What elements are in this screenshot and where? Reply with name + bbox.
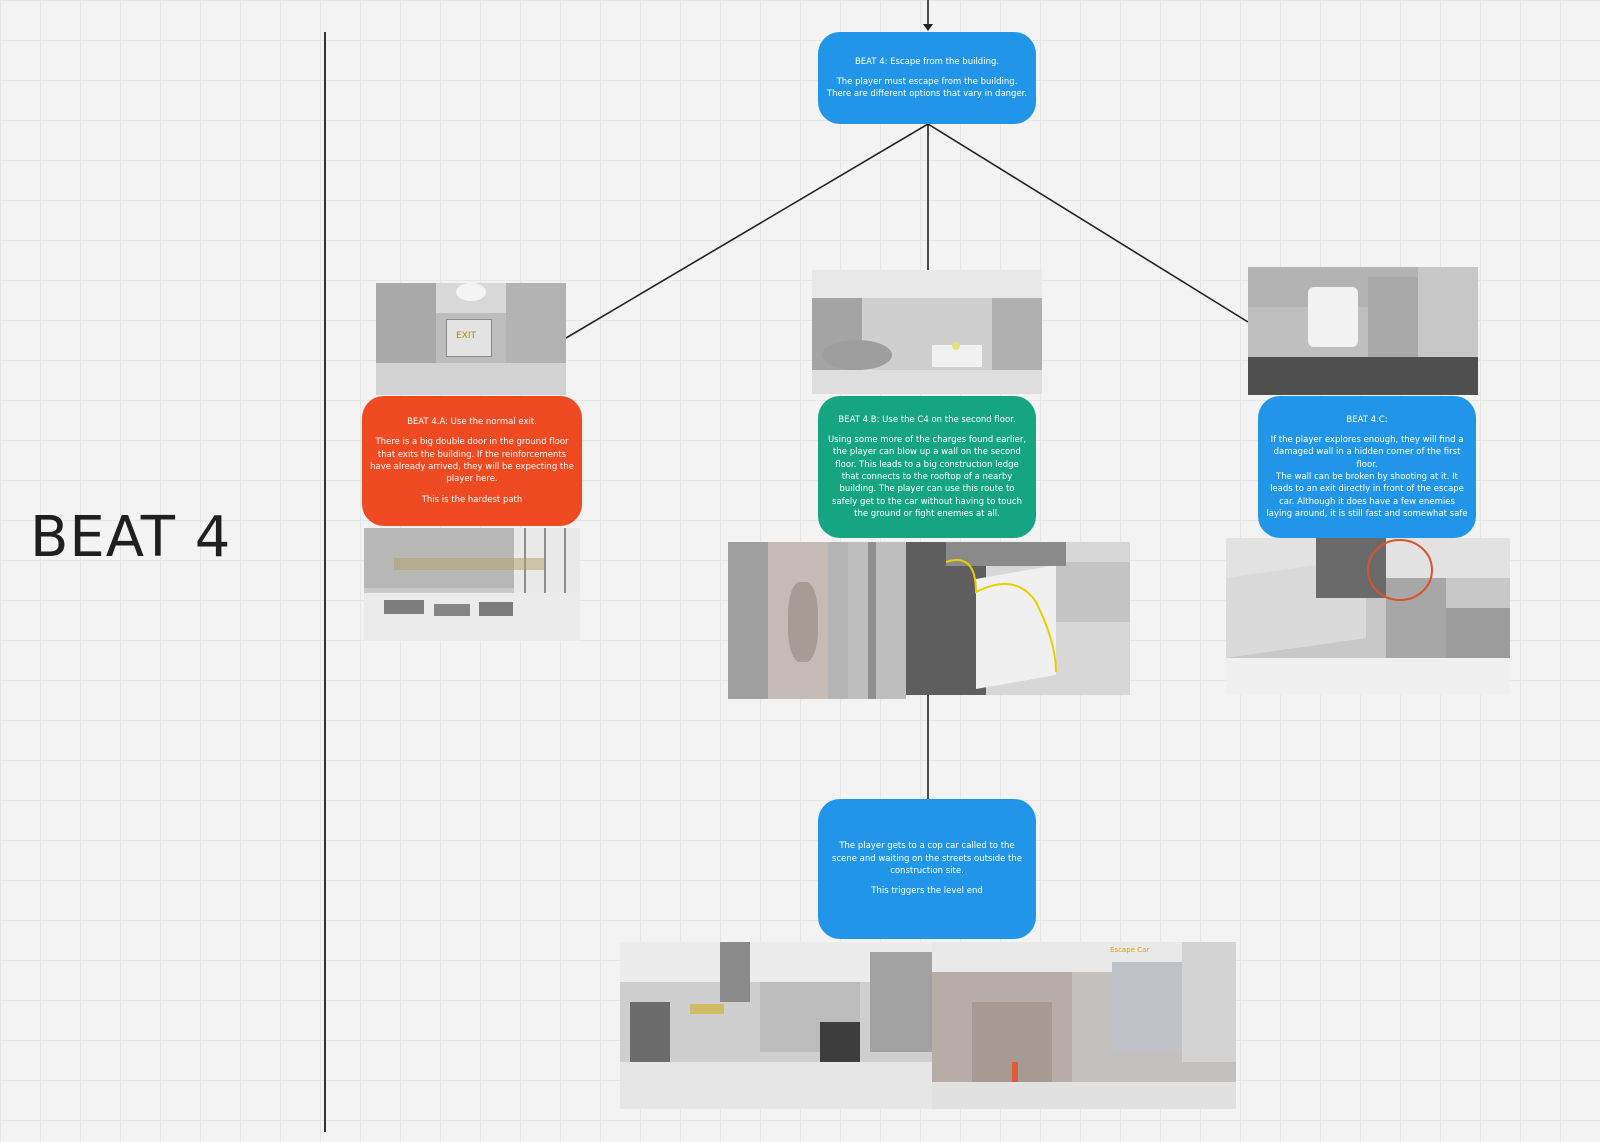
lane-label: BEAT 4 — [30, 505, 232, 570]
screenshot-end-escape-car: Escape Car — [932, 942, 1236, 1109]
beat4a-node[interactable]: BEAT 4.A: Use the normal exit. There is … — [362, 396, 582, 526]
ending-body: The player gets to a cop car called to t… — [832, 841, 1022, 876]
screenshot-4b-wall — [728, 542, 906, 699]
lane-divider — [324, 32, 326, 1132]
escape-car-label: Escape Car — [1110, 946, 1150, 954]
screenshot-4b-rooftop — [906, 542, 1130, 695]
beat4c-body: If the player explores enough, they will… — [1266, 435, 1468, 519]
beat4b-title: BEAT 4.B: Use the C4 on the second floor… — [838, 414, 1016, 425]
beat4a-title: BEAT 4.A: Use the normal exit. — [407, 417, 537, 428]
screenshot-4c-corridor — [1248, 267, 1478, 395]
beat4a-body: There is a big double door in the ground… — [370, 437, 574, 485]
beat4-body: The player must escape from the building… — [826, 76, 1028, 100]
screenshot-4c-exterior — [1226, 538, 1510, 695]
beat4-node[interactable]: BEAT 4: Escape from the building. The pl… — [818, 32, 1036, 124]
beat4a-note: This is the hardest path — [421, 494, 523, 505]
connector-to-4c — [927, 123, 1249, 323]
incoming-arrow-head — [923, 24, 933, 31]
beat4c-node[interactable]: BEAT 4.C: If the player explores enough,… — [1258, 396, 1476, 538]
screenshot-end-streets — [620, 942, 932, 1109]
screenshot-4a-door: EXIT — [376, 283, 566, 395]
connector-to-4a — [565, 123, 929, 339]
ending-node[interactable]: The player gets to a cop car called to t… — [818, 799, 1036, 939]
screenshot-4a-lobby — [364, 528, 580, 641]
screenshot-4b-interior — [812, 270, 1042, 394]
beat4b-node[interactable]: BEAT 4.B: Use the C4 on the second floor… — [818, 396, 1036, 538]
hidden-wall-marker-icon — [1367, 539, 1433, 601]
beat4-title: BEAT 4: Escape from the building. — [854, 56, 1000, 67]
beat4b-body: Using some more of the charges found ear… — [827, 435, 1027, 519]
route-path-icon — [945, 559, 1057, 673]
ending-note: This triggers the level end — [871, 886, 983, 897]
exit-sign-text: EXIT — [456, 331, 477, 341]
beat4c-title: BEAT 4.C: — [1346, 414, 1388, 425]
